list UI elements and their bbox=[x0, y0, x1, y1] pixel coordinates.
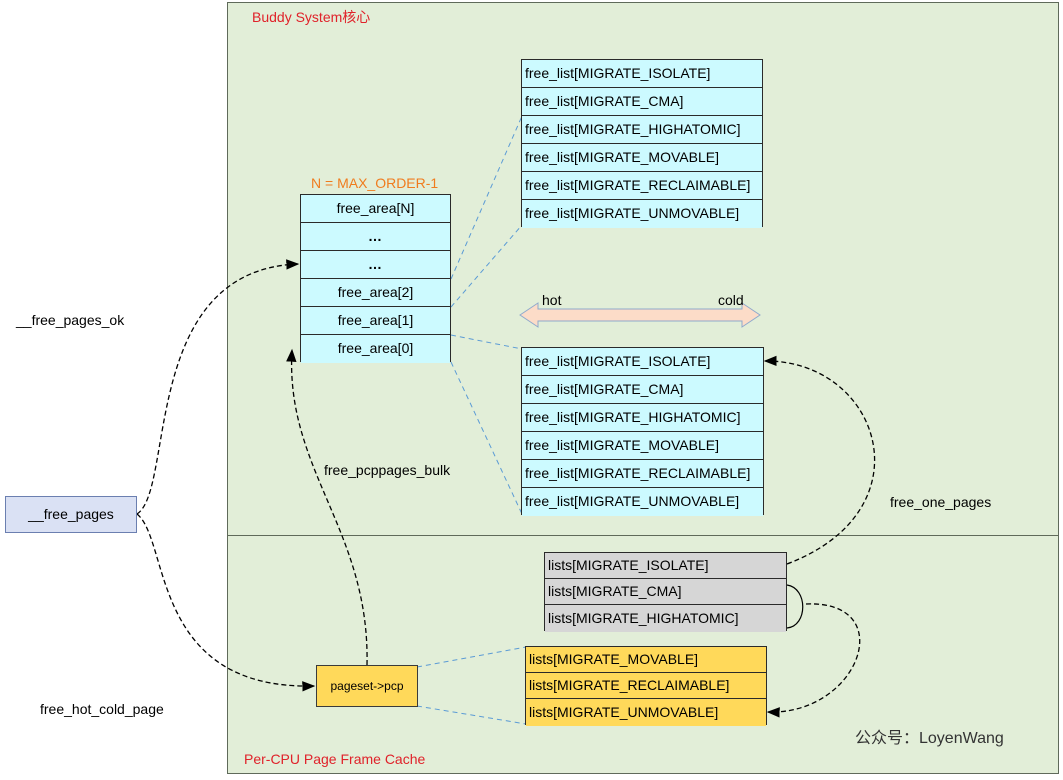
fan-line-pcp-upper bbox=[416, 646, 527, 668]
free-area-n: free_area[N] bbox=[301, 195, 450, 223]
pageset-pcp-box: pageset->pcp bbox=[316, 665, 418, 707]
free-list-item: free_list[MIGRATE_RECLAIMABLE] bbox=[522, 460, 763, 488]
free-list-item: free_list[MIGRATE_UNMOVABLE] bbox=[522, 200, 762, 228]
free-area-ellipsis-2: … bbox=[301, 251, 450, 279]
pcp-yellow-lists-stack: lists[MIGRATE_MOVABLE] lists[MIGRATE_REC… bbox=[525, 646, 767, 726]
free-list-item: free_list[MIGRATE_CMA] bbox=[522, 88, 762, 116]
free-area-1: free_area[1] bbox=[301, 307, 450, 335]
bottom-free-list-stack: free_list[MIGRATE_ISOLATE] free_list[MIG… bbox=[521, 347, 764, 516]
free-area-0: free_area[0] bbox=[301, 335, 450, 363]
fan-line-bottom-lower bbox=[450, 361, 523, 515]
fan-line-pcp-lower bbox=[416, 705, 527, 725]
top-free-list-stack: free_list[MIGRATE_ISOLATE] free_list[MIG… bbox=[521, 59, 763, 228]
free-list-item: free_list[MIGRATE_ISOLATE] bbox=[522, 60, 762, 88]
free-pcppages-bulk-label: free_pcppages_bulk bbox=[324, 462, 451, 478]
free-area-ellipsis-1: … bbox=[301, 223, 450, 251]
pcp-list-item: lists[MIGRATE_UNMOVABLE] bbox=[526, 699, 766, 726]
fan-line-top-lower bbox=[450, 224, 523, 308]
hot-label: hot bbox=[542, 292, 562, 308]
pcp-list-item: lists[MIGRATE_RECLAIMABLE] bbox=[526, 673, 766, 699]
cold-label: cold bbox=[718, 292, 744, 308]
pcp-grey-lists-stack: lists[MIGRATE_ISOLATE] lists[MIGRATE_CMA… bbox=[544, 552, 787, 632]
free-list-item: free_list[MIGRATE_MOVABLE] bbox=[522, 144, 762, 172]
arrow-free-hot-cold-page bbox=[136, 513, 316, 692]
free-list-item: free_list[MIGRATE_HIGHATOMIC] bbox=[522, 404, 763, 432]
free-pages-box: __free_pages bbox=[5, 496, 137, 533]
watermark-text: 公众号：LoyenWang bbox=[855, 730, 1004, 747]
hot-cold-double-arrow bbox=[519, 302, 761, 328]
free-hot-cold-page-label: free_hot_cold_page bbox=[40, 701, 164, 717]
free-list-item: free_list[MIGRATE_RECLAIMABLE] bbox=[522, 172, 762, 200]
free-list-item: free_list[MIGRATE_MOVABLE] bbox=[522, 432, 763, 460]
free-pages-ok-label: __free_pages_ok bbox=[16, 312, 125, 328]
free-area-stack: free_area[N] … … free_area[2] free_area[… bbox=[300, 194, 451, 363]
fan-line-bottom-upper bbox=[450, 334, 523, 350]
free-list-item: free_list[MIGRATE_ISOLATE] bbox=[522, 348, 763, 376]
arrow-highatomic-to-unmovable bbox=[766, 603, 861, 718]
pcp-list-item: lists[MIGRATE_HIGHATOMIC] bbox=[545, 605, 786, 632]
buddy-system-title: Buddy System核心 bbox=[252, 9, 371, 25]
pcp-list-item: lists[MIGRATE_ISOLATE] bbox=[545, 553, 786, 579]
free-area-2: free_area[2] bbox=[301, 279, 450, 307]
free-list-item: free_list[MIGRATE_UNMOVABLE] bbox=[522, 488, 763, 516]
free-list-item: free_list[MIGRATE_CMA] bbox=[522, 376, 763, 404]
fan-line-top-upper bbox=[450, 115, 523, 280]
arrow-free-one-pages bbox=[763, 355, 876, 565]
grey-lists-brace bbox=[786, 584, 804, 629]
arrow-free-pcppages-bulk bbox=[286, 348, 368, 666]
free-list-item: free_list[MIGRATE_HIGHATOMIC] bbox=[522, 116, 762, 144]
pcp-list-item: lists[MIGRATE_CMA] bbox=[545, 579, 786, 605]
max-order-label: N = MAX_ORDER-1 bbox=[311, 175, 439, 191]
arrow-free-pages-ok bbox=[136, 259, 300, 515]
free-one-pages-label: free_one_pages bbox=[890, 494, 992, 510]
pcp-title: Per-CPU Page Frame Cache bbox=[244, 751, 426, 767]
pcp-list-item: lists[MIGRATE_MOVABLE] bbox=[526, 647, 766, 673]
